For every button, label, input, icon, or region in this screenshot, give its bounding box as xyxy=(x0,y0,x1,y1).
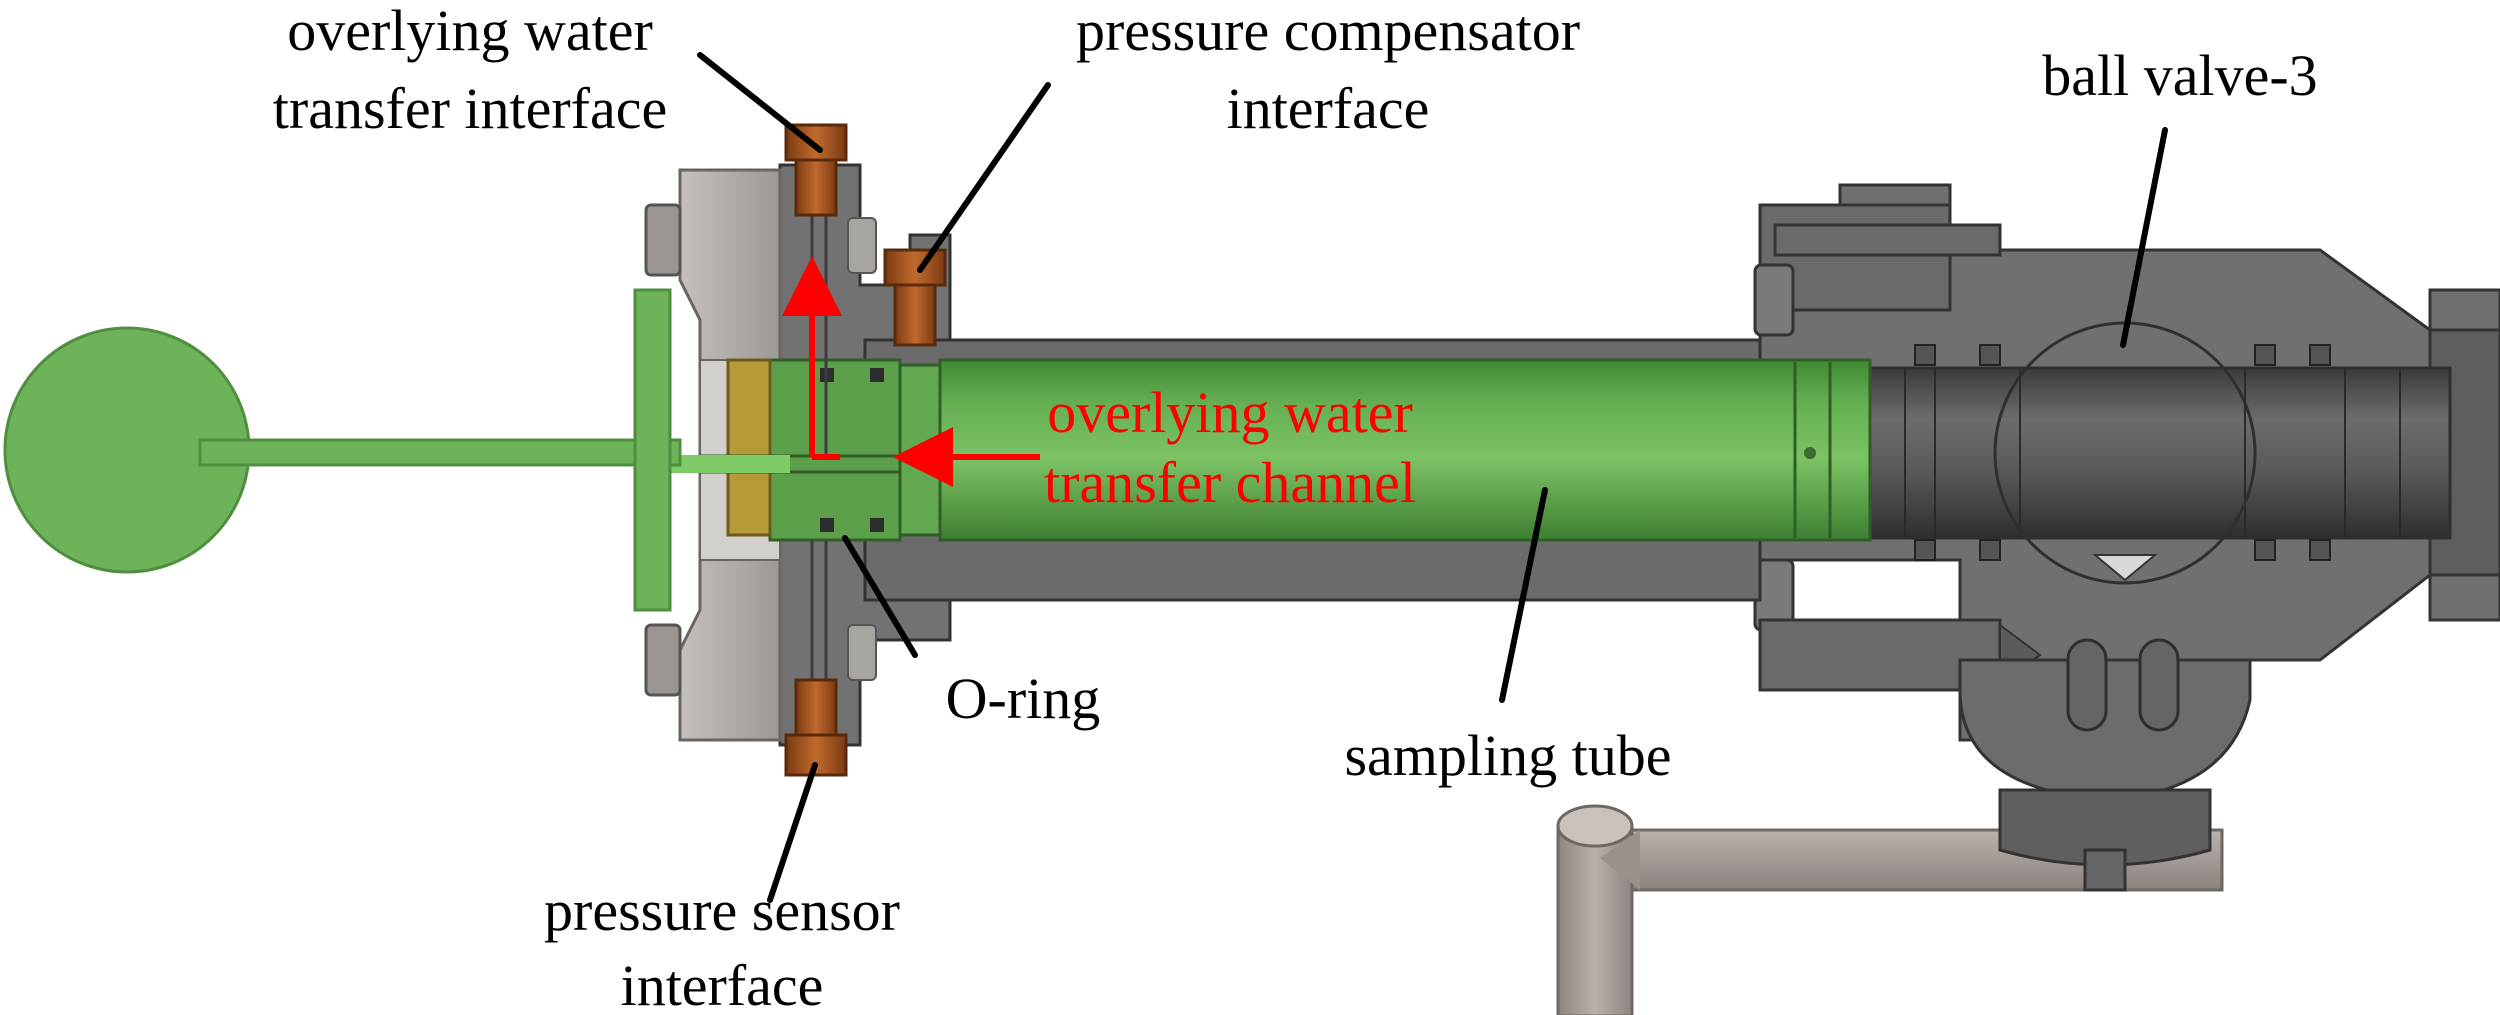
fitting-compensator xyxy=(883,248,947,347)
leader-lines xyxy=(697,52,2168,903)
label-pressure-sensor-interface-line2: interface xyxy=(621,953,824,1015)
label-sampling-tube: sampling tube xyxy=(1344,723,1671,788)
label-ball-valve-3: ball valve-3 xyxy=(2042,43,2317,108)
sampling-tube xyxy=(660,165,1872,745)
label-pressure-sensor-interface-line1: pressure sensor xyxy=(544,878,900,943)
label-overlying-water-transfer-channel-line2: transfer channel xyxy=(1044,450,1416,515)
label-overlying-water-transfer-channel-line1: overlying water xyxy=(1047,380,1413,445)
flow-arrows xyxy=(782,256,1040,487)
ball-valve-body xyxy=(1753,183,2500,892)
label-pressure-compensator-interface-line1: pressure compensator xyxy=(1076,0,1580,63)
fitting-bottom xyxy=(784,678,848,777)
fitting-top xyxy=(784,123,848,217)
label-overlying-water-transfer-interface-line1: overlying water xyxy=(287,0,653,63)
label-pressure-compensator-interface-line2: interface xyxy=(1227,76,1430,141)
label-overlying-water-transfer-interface-line2: transfer interface xyxy=(273,76,667,141)
label-o-ring: O-ring xyxy=(946,666,1101,731)
labels: overlying water transfer interface press… xyxy=(273,0,2318,1015)
float-assembly xyxy=(3,288,682,612)
